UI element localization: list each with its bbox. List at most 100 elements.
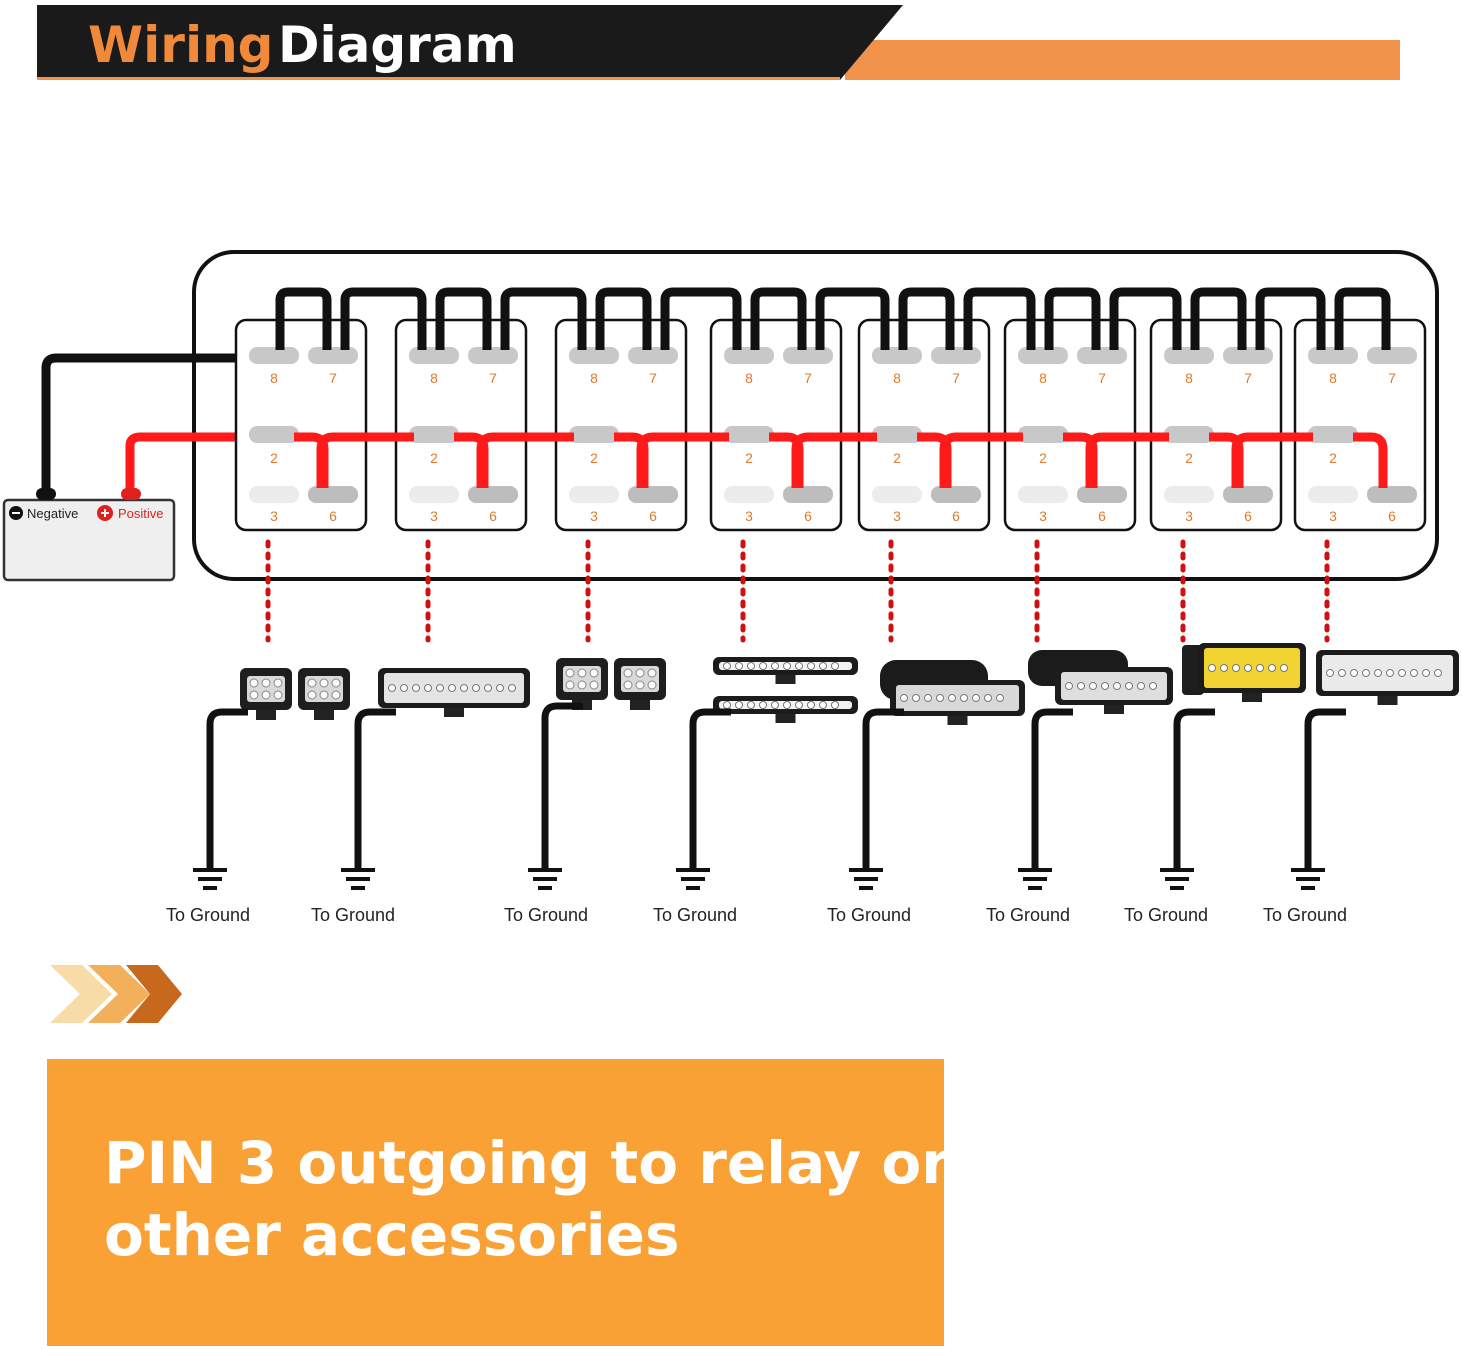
pin-3-terminal — [409, 486, 459, 503]
pin-number-label: 3 — [430, 508, 438, 524]
ground-loop-wire — [1334, 287, 1391, 350]
led-dot — [1101, 682, 1109, 690]
pin-8-terminal — [1018, 347, 1068, 364]
battery-positive-wire — [125, 432, 250, 492]
ground-bridge-wire — [963, 287, 1036, 350]
pin-number-label: 6 — [804, 508, 812, 524]
pin-number-label: 2 — [1185, 450, 1193, 466]
ground-symbol — [1028, 886, 1042, 890]
pin-number-label: 2 — [270, 450, 278, 466]
pin-3-terminal — [249, 486, 299, 503]
light-3-dual-cube-pod: To Ground — [504, 658, 666, 925]
callout-line2: other accessories — [104, 1201, 679, 1269]
pin-number-label: 8 — [1185, 370, 1193, 386]
ground-bridge-wire — [660, 287, 742, 350]
led-dot — [484, 684, 492, 692]
ground-label: To Ground — [1263, 905, 1347, 925]
pin-number-label: 3 — [893, 508, 901, 524]
pin-number-label: 8 — [270, 370, 278, 386]
header-underline — [37, 77, 840, 80]
led-dot — [1089, 682, 1097, 690]
ground-label: To Ground — [504, 905, 588, 925]
ground-cable — [862, 708, 904, 868]
light-bracket — [1242, 693, 1262, 702]
battery-negative-wire — [41, 353, 250, 492]
pin-6-terminal — [628, 486, 678, 503]
power-bridge-wire — [1231, 432, 1313, 488]
led-dot — [948, 694, 956, 702]
led-dot — [424, 684, 432, 692]
led-dot — [623, 668, 633, 678]
pin-7-terminal — [1223, 347, 1273, 364]
header-dark-band — [37, 5, 903, 80]
pin-number-label: 8 — [745, 370, 753, 386]
led-dot — [900, 694, 908, 702]
led-dot — [319, 678, 329, 688]
pin-7-terminal — [783, 347, 833, 364]
ground-symbol — [1160, 868, 1194, 872]
led-dot — [1256, 664, 1264, 672]
ground-bridge-wire — [1255, 287, 1326, 350]
pin-number-label: 7 — [1098, 370, 1106, 386]
led-dot — [795, 662, 803, 670]
led-dot — [635, 680, 645, 690]
ground-symbol — [533, 877, 557, 881]
led-dot — [273, 690, 283, 700]
ground-symbol — [681, 877, 705, 881]
ground-symbol — [676, 868, 710, 872]
light-bracket — [630, 700, 650, 710]
ground-bridge-wire — [340, 287, 427, 350]
led-dot — [819, 701, 827, 709]
light-lens — [896, 685, 1019, 711]
led-dot — [1350, 669, 1358, 677]
led-dot — [723, 662, 731, 670]
led-dot — [1410, 669, 1418, 677]
pin-number-label: 7 — [1388, 370, 1396, 386]
switch-body — [234, 318, 368, 532]
pin-8-terminal — [724, 347, 774, 364]
led-dot — [331, 690, 341, 700]
led-dot — [819, 662, 827, 670]
pin-number-label: 7 — [1244, 370, 1252, 386]
ground-symbol — [849, 868, 883, 872]
led-dot — [723, 701, 731, 709]
led-dot — [261, 678, 271, 688]
ground-bridge-wire — [1109, 287, 1182, 350]
pin-number-label: 6 — [649, 508, 657, 524]
pin-8-terminal — [872, 347, 922, 364]
pin-number-label: 8 — [430, 370, 438, 386]
ground-symbol — [1170, 886, 1184, 890]
light-bracket — [775, 675, 796, 684]
pin-number-label: 6 — [1244, 508, 1252, 524]
led-dot — [807, 662, 815, 670]
power-bridge-wire — [476, 432, 574, 488]
led-dot — [984, 694, 992, 702]
pin-number-label: 7 — [329, 370, 337, 386]
led-dot — [1268, 664, 1276, 672]
pin-7-terminal — [308, 347, 358, 364]
ground-label: To Ground — [1124, 905, 1208, 925]
pin-number-label: 6 — [489, 508, 497, 524]
pin-number-label: 3 — [1039, 508, 1047, 524]
led-dot — [1244, 664, 1252, 672]
led-dot — [735, 701, 743, 709]
switch-body — [394, 318, 528, 532]
led-dot — [924, 694, 932, 702]
battery-body — [2, 498, 176, 582]
pin-number-label: 3 — [590, 508, 598, 524]
ground-symbol — [351, 886, 365, 890]
battery-positive-terminal — [121, 488, 141, 500]
led-dot — [1125, 682, 1133, 690]
pin-7-terminal — [1367, 347, 1417, 364]
ground-cable — [1173, 708, 1215, 868]
power-bridge-wire — [791, 432, 877, 488]
light-5-flush-mount-work-light: To Ground — [827, 660, 1025, 925]
ground-bridge-wire — [500, 287, 587, 350]
ground-symbol — [686, 886, 700, 890]
ground-loop-wire — [595, 287, 652, 350]
led-dot — [759, 701, 767, 709]
pin-8-terminal — [409, 347, 459, 364]
battery: Negative Positive — [2, 488, 176, 582]
